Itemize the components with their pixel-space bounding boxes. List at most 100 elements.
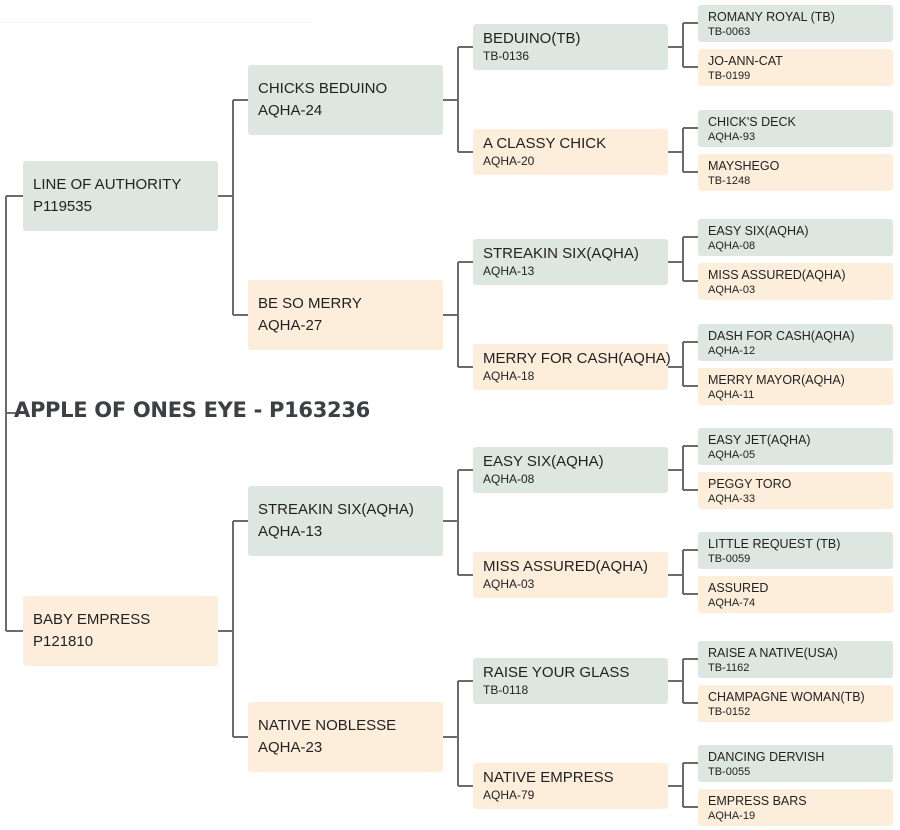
great-grandparent-box[interactable]: BEDUINO(TB) TB-0136 [473, 24, 668, 70]
g4-ancestor-box[interactable]: ASSURED AQHA-74 [698, 576, 893, 613]
dam-box[interactable]: BABY EMPRESS P121810 [23, 596, 218, 666]
registration-number: AQHA-11 [708, 388, 755, 401]
registration-number: TB-0055 [708, 765, 751, 778]
horse-name: EASY JET(AQHA) [708, 432, 811, 447]
g4-ancestor-box[interactable]: LITTLE REQUEST (TB) TB-0059 [698, 532, 893, 569]
connector-line [443, 46, 473, 153]
horse-name: MAYSHEGO [708, 158, 780, 173]
horse-name: CHICK'S DECK [708, 114, 796, 129]
registration-number: AQHA-18 [483, 369, 535, 383]
horse-name: DASH FOR CASH(AQHA) [708, 328, 855, 343]
registration-number: AQHA-93 [708, 130, 756, 143]
registration-number: TB-0063 [708, 25, 751, 38]
horse-name: EMPRESS BARS [708, 793, 807, 808]
connector-line [218, 520, 248, 738]
registration-number: AQHA-74 [708, 596, 756, 609]
registration-number: AQHA-03 [483, 577, 535, 591]
registration-number: P119535 [33, 198, 92, 215]
horse-name: BEDUINO(TB) [483, 30, 581, 47]
horse-name: LINE OF AUTHORITY [33, 176, 182, 193]
horse-name: RAISE A NATIVE(USA) [708, 645, 838, 660]
registration-number: AQHA-13 [258, 523, 323, 540]
connector-line [668, 549, 698, 595]
connector-line [5, 195, 23, 632]
registration-number: TB-0152 [708, 705, 751, 718]
registration-number: AQHA-19 [708, 809, 756, 822]
g4-ancestor-box[interactable]: DANCING DERVISH TB-0055 [698, 745, 893, 782]
horse-name: MISS ASSURED(AQHA) [483, 558, 649, 575]
top-divider [0, 22, 312, 23]
g4-ancestor-box[interactable]: JO-ANN-CAT TB-0199 [698, 49, 893, 86]
sire-box[interactable]: LINE OF AUTHORITY P119535 [23, 161, 218, 231]
horse-name: EASY SIX(AQHA) [708, 223, 809, 238]
g4-ancestor-box[interactable]: MISS ASSURED(AQHA) AQHA-03 [698, 263, 893, 300]
pedigree-title: APPLE OF ONES EYE - P163236 [14, 398, 370, 422]
horse-name: BABY EMPRESS [33, 611, 151, 628]
g4-ancestor-box[interactable]: EASY JET(AQHA) AQHA-05 [698, 428, 893, 465]
connector-line [443, 680, 473, 787]
registration-number: P121810 [33, 633, 94, 650]
grandparent-box[interactable]: CHICKS BEDUINO AQHA-24 [248, 65, 443, 135]
horse-name: BE SO MERRY [258, 295, 362, 312]
grandparent-box[interactable]: NATIVE NOBLESSE AQHA-23 [248, 702, 443, 772]
registration-number: AQHA-20 [483, 154, 535, 168]
connector-line [218, 99, 248, 316]
g4-ancestor-box[interactable]: PEGGY TORO AQHA-33 [698, 472, 893, 509]
horse-name: CHICKS BEDUINO [258, 80, 388, 97]
horse-name: STREAKIN SIX(AQHA) [258, 501, 414, 518]
g4-ancestor-box[interactable]: CHICK'S DECK AQHA-93 [698, 110, 893, 147]
horse-name: RAISE YOUR GLASS [483, 664, 630, 681]
registration-number: AQHA-08 [708, 239, 756, 252]
horse-name: ROMANY ROYAL (TB) [708, 9, 835, 24]
connector-line [443, 261, 473, 368]
horse-name: NATIVE NOBLESSE [258, 717, 397, 734]
great-grandparent-box[interactable]: MISS ASSURED(AQHA) AQHA-03 [473, 552, 668, 598]
registration-number: TB-1162 [708, 661, 750, 674]
g4-ancestor-box[interactable]: DASH FOR CASH(AQHA) AQHA-12 [698, 324, 893, 361]
registration-number: TB-0059 [708, 552, 751, 565]
registration-number: AQHA-33 [708, 492, 756, 505]
grandparent-box[interactable]: STREAKIN SIX(AQHA) AQHA-13 [248, 486, 443, 556]
horse-name: MERRY MAYOR(AQHA) [708, 372, 845, 387]
horse-name: NATIVE EMPRESS [483, 769, 614, 786]
g4-ancestor-box[interactable]: CHAMPAGNE WOMAN(TB) TB-0152 [698, 685, 893, 722]
registration-number: AQHA-12 [708, 344, 756, 357]
great-grandparent-box[interactable]: MERRY FOR CASH(AQHA) AQHA-18 [473, 344, 671, 390]
great-grandparent-box[interactable]: NATIVE EMPRESS AQHA-79 [473, 763, 668, 809]
g4-ancestor-box[interactable]: ROMANY ROYAL (TB) TB-0063 [698, 5, 893, 42]
horse-name: STREAKIN SIX(AQHA) [483, 245, 639, 262]
horse-name: EASY SIX(AQHA) [483, 453, 604, 470]
horse-name: CHAMPAGNE WOMAN(TB) [708, 689, 865, 704]
registration-number: AQHA-27 [258, 317, 323, 334]
g4-ancestor-box[interactable]: RAISE A NATIVE(USA) TB-1162 [698, 641, 893, 678]
registration-number: TB-0118 [483, 683, 529, 697]
horse-name: JO-ANN-CAT [708, 53, 783, 68]
horse-name: ASSURED [708, 580, 769, 595]
horse-name: DANCING DERVISH [708, 749, 825, 764]
connector-line [668, 658, 698, 704]
great-grandparent-box[interactable]: A CLASSY CHICK AQHA-20 [473, 129, 668, 175]
grandparent-box[interactable]: BE SO MERRY AQHA-27 [248, 280, 443, 350]
horse-name: MISS ASSURED(AQHA) [708, 267, 846, 282]
connector-line [668, 762, 698, 808]
g4-ancestor-box[interactable]: EASY SIX(AQHA) AQHA-08 [698, 219, 893, 256]
registration-number: AQHA-79 [483, 788, 535, 802]
great-grandparent-box[interactable]: EASY SIX(AQHA) AQHA-08 [473, 447, 668, 493]
horse-name: A CLASSY CHICK [483, 135, 607, 152]
registration-number: TB-0136 [483, 49, 530, 63]
connector-line [668, 127, 698, 173]
registration-number: AQHA-03 [708, 283, 756, 296]
connector-line [668, 341, 698, 387]
g4-ancestor-box[interactable]: EMPRESS BARS AQHA-19 [698, 789, 893, 826]
horse-name: LITTLE REQUEST (TB) [708, 536, 841, 551]
great-grandparent-box[interactable]: RAISE YOUR GLASS TB-0118 [473, 658, 668, 704]
g4-ancestor-box[interactable]: MERRY MAYOR(AQHA) AQHA-11 [698, 368, 893, 405]
registration-number: AQHA-24 [258, 102, 323, 119]
connector-line [668, 445, 698, 491]
g4-ancestor-box[interactable]: MAYSHEGO TB-1248 [698, 154, 893, 191]
registration-number: TB-0199 [708, 69, 751, 82]
connector-line [668, 236, 698, 282]
great-grandparent-box[interactable]: STREAKIN SIX(AQHA) AQHA-13 [473, 239, 668, 285]
registration-number: TB-1248 [708, 174, 751, 187]
